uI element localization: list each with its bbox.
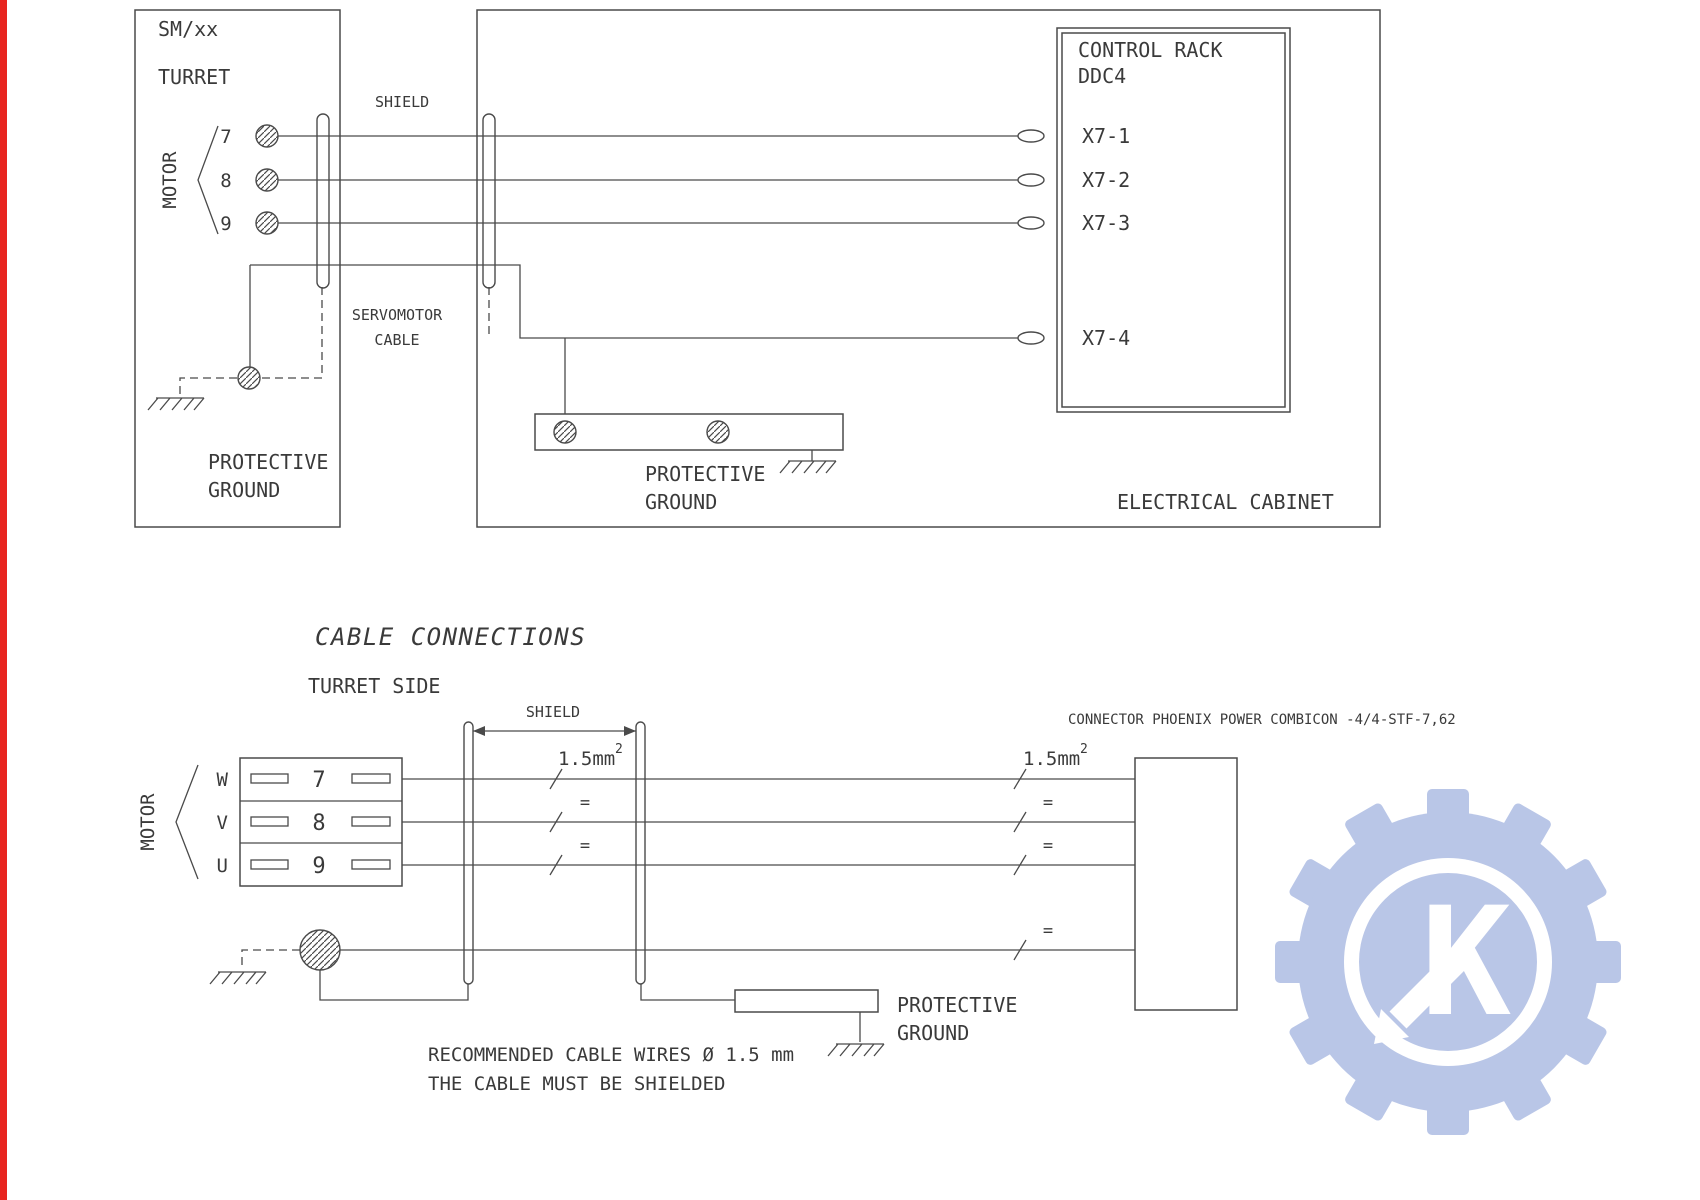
cable-connections-title: CABLE CONNECTIONS bbox=[315, 623, 586, 651]
pin-8-label-bottom: 8 bbox=[312, 811, 325, 836]
terminal-x7-1-label: X7-1 bbox=[1082, 124, 1130, 148]
equal-mark: = bbox=[580, 836, 590, 856]
cable-shield-right bbox=[635, 721, 646, 985]
motor-phase-brace bbox=[175, 764, 199, 880]
ground-bar-terminal-2 bbox=[706, 420, 730, 444]
equal-mark: = bbox=[1043, 921, 1053, 941]
earth-symbol-cabinet bbox=[779, 460, 837, 474]
protective-ground-bar bbox=[534, 413, 844, 451]
pin-7-label: 7 bbox=[220, 126, 231, 148]
phoenix-connector-label: CONNECTOR PHOENIX POWER COMBICON -4/4-ST… bbox=[1068, 712, 1456, 728]
rack-connector-lugs bbox=[1017, 129, 1045, 345]
servomotor-cable-label-1: SERVOMOTOR bbox=[352, 306, 443, 324]
shield-label-bottom: SHIELD bbox=[526, 703, 580, 721]
pin-9-label-bottom: 9 bbox=[312, 854, 325, 879]
protective-ground-left-label-2: GROUND bbox=[208, 478, 280, 502]
wire-size-right-exp: 2 bbox=[1080, 742, 1088, 757]
control-rack-model: DDC4 bbox=[1078, 64, 1126, 88]
protective-ground-bottom-label-2: GROUND bbox=[897, 1021, 969, 1045]
phase-v-label: V bbox=[217, 812, 228, 834]
cable-note-1: RECOMMENDED CABLE WIRES Ø 1.5 mm bbox=[428, 1044, 794, 1066]
wire-size-right: 1.5mm bbox=[1023, 748, 1080, 770]
watermark-arrow-head bbox=[1374, 1009, 1409, 1044]
turret-side-label: TURRET SIDE bbox=[308, 674, 440, 698]
watermark-gear-logo: K bbox=[1275, 789, 1621, 1135]
pin-7-label-bottom: 7 bbox=[312, 768, 325, 793]
shield-to-bar-link bbox=[640, 984, 735, 1001]
motor-pin-brace bbox=[197, 125, 219, 235]
motor-label-bottom: MOTOR bbox=[137, 793, 159, 851]
terminal-x7-2-label: X7-2 bbox=[1082, 168, 1130, 192]
protective-ground-bottom-label-1: PROTECTIVE bbox=[897, 993, 1017, 1017]
equal-mark: = bbox=[1043, 836, 1053, 856]
equal-mark: = bbox=[580, 793, 590, 813]
ground-to-shield-link bbox=[319, 970, 469, 1001]
wire-size-left-exp: 2 bbox=[615, 742, 623, 757]
motor-wires bbox=[249, 135, 1018, 414]
turret-label: TURRET bbox=[158, 65, 230, 89]
protective-ground-cabinet-label-1: PROTECTIVE bbox=[645, 462, 765, 486]
wire-gauge-slashes bbox=[549, 768, 1027, 961]
terminal-block-dividers bbox=[240, 800, 402, 844]
control-rack-outline-outer bbox=[1056, 27, 1291, 413]
equal-mark: = bbox=[1043, 793, 1053, 813]
bottom-diagram: CABLE CONNECTIONS TURRET SIDE MOTOR W V … bbox=[137, 623, 1456, 1095]
earth-symbol-turret bbox=[147, 397, 205, 411]
electrical-cabinet-outline bbox=[476, 9, 1381, 528]
wire-size-left: 1.5mm bbox=[558, 748, 615, 770]
earth-symbol-bottom-right bbox=[827, 1043, 885, 1057]
protective-ground-bar-bottom bbox=[734, 989, 879, 1013]
control-rack-outline-inner bbox=[1061, 32, 1286, 408]
motor-terminal-7 bbox=[255, 124, 279, 148]
turret-model-label: SM/xx bbox=[158, 17, 218, 41]
phase-w-label: W bbox=[217, 769, 229, 791]
ground-dashed-link bbox=[241, 949, 300, 970]
shield-label-top: SHIELD bbox=[375, 93, 429, 111]
pin-9-label: 9 bbox=[220, 213, 231, 235]
electrical-cabinet-label: ELECTRICAL CABINET bbox=[1117, 490, 1334, 514]
servomotor-cable-label-2: CABLE bbox=[374, 331, 419, 349]
ground-bar-terminal-1 bbox=[553, 420, 577, 444]
pin-8-label: 8 bbox=[220, 170, 231, 192]
shield-drain-dashed-wires bbox=[179, 287, 490, 397]
shield-sleeve-left bbox=[316, 113, 330, 289]
terminal-x7-4-label: X7-4 bbox=[1082, 326, 1130, 350]
phoenix-connector-body bbox=[1134, 757, 1238, 1011]
protective-ground-left-label-1: PROTECTIVE bbox=[208, 450, 328, 474]
protective-ground-terminal bbox=[237, 366, 261, 390]
control-rack-label: CONTROL RACK bbox=[1078, 38, 1223, 62]
top-diagram: SM/xx TURRET MOTOR 7 8 9 SHIELD SERVOMOT… bbox=[134, 9, 1381, 528]
phase-u-label: U bbox=[217, 855, 228, 877]
red-edge-strip bbox=[0, 0, 7, 1200]
watermark-arrow-shaft bbox=[1389, 951, 1467, 1029]
motor-label-top: MOTOR bbox=[159, 151, 181, 209]
terminal-x7-3-label: X7-3 bbox=[1082, 211, 1130, 235]
dimension-arrow-left bbox=[473, 726, 485, 736]
cable-note-2: THE CABLE MUST BE SHIELDED bbox=[428, 1073, 725, 1095]
watermark-letter: K bbox=[1421, 876, 1511, 1050]
phase-wires bbox=[340, 778, 1135, 951]
motor-terminal-9 bbox=[255, 211, 279, 235]
earth-symbol-bottom-left bbox=[209, 971, 267, 985]
cable-shield-left bbox=[463, 721, 474, 985]
turret-box-outline bbox=[134, 9, 341, 528]
motor-terminal-8 bbox=[255, 168, 279, 192]
terminal-contacts bbox=[250, 773, 391, 870]
protective-ground-cabinet-label-2: GROUND bbox=[645, 490, 717, 514]
shield-sleeve-right bbox=[482, 113, 496, 289]
ground-terminal-bottom bbox=[299, 929, 341, 971]
dimension-arrow-right bbox=[624, 726, 636, 736]
